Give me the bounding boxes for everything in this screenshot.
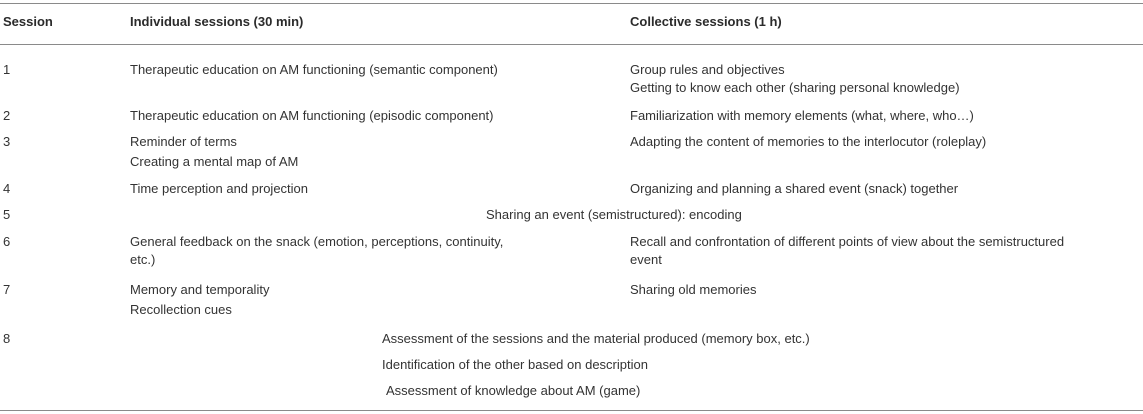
row-1-collective-line: Group rules and objectives [630, 62, 785, 77]
row-6-individual: General feedback on the snack (emotion, … [130, 234, 503, 274]
row-2-individual-line: Therapeutic education on AM functioning … [130, 108, 494, 123]
header-collective-sessions: Collective sessions (1 h) [630, 14, 782, 29]
row-7-individual-line: Recollection cues [130, 302, 232, 317]
row-1-collective-line: Getting to know each other (sharing pers… [630, 80, 960, 95]
row-2-collective-line: Familiarization with memory elements (wh… [630, 108, 974, 123]
row-5-spanning: Sharing an event (semistructured): encod… [486, 207, 742, 229]
row-3-collective-line: Adapting the content of memories to the … [630, 134, 987, 149]
row-3-collective: Adapting the content of memories to the … [630, 134, 986, 156]
row-3-individual: Reminder of terms Creating a mental map … [130, 134, 298, 176]
row-1-session: 1 [3, 62, 11, 77]
row-4-collective: Organizing and planning a shared event (… [630, 181, 958, 203]
row-8-spanning-line: Assessment of knowledge about AM (game) [386, 383, 641, 398]
row-5-spanning-line: Sharing an event (semistructured): encod… [486, 207, 742, 222]
row-4-session: 4 [3, 181, 11, 196]
row-2-collective: Familiarization with memory elements (wh… [630, 108, 974, 130]
row-6-collective: Recall and confrontation of different po… [630, 234, 1064, 274]
row-7-collective-line: Sharing old memories [630, 282, 757, 297]
row-3-individual-line: Reminder of terms [130, 134, 237, 149]
row-6-collective-line: event [630, 252, 662, 267]
row-8-spanning: Assessment of the sessions and the mater… [382, 331, 810, 409]
header-individual-sessions: Individual sessions (30 min) [130, 14, 304, 29]
row-7-individual-line: Memory and temporality [130, 282, 270, 297]
row-2-individual: Therapeutic education on AM functioning … [130, 108, 494, 130]
row-8-spanning-line: Assessment of the sessions and the mater… [382, 331, 810, 346]
header-rule [0, 44, 1143, 45]
header-session: Session [3, 14, 53, 29]
row-1-collective: Group rules and objectives Getting to kn… [630, 62, 960, 102]
row-7-collective: Sharing old memories [630, 282, 756, 304]
row-4-collective-line: Organizing and planning a shared event (… [630, 181, 959, 196]
row-6-individual-line: etc.) [130, 252, 156, 267]
row-5-session: 5 [3, 207, 11, 222]
row-8-spanning-line: Identification of the other based on des… [382, 357, 648, 372]
row-2-session: 2 [3, 108, 11, 123]
row-6-session: 6 [3, 234, 11, 249]
row-3-session: 3 [3, 134, 11, 149]
row-7-individual: Memory and temporality Recollection cues [130, 282, 269, 324]
row-1-individual: Therapeutic education on AM functioning … [130, 62, 498, 84]
row-4-individual: Time perception and projection [130, 181, 308, 203]
row-1-individual-line: Therapeutic education on AM functioning … [130, 62, 498, 77]
table-top-rule [0, 3, 1143, 4]
row-4-individual-line: Time perception and projection [130, 181, 309, 196]
row-8-session: 8 [3, 331, 11, 346]
row-3-individual-line: Creating a mental map of AM [130, 154, 299, 169]
row-7-session: 7 [3, 282, 11, 297]
row-6-individual-line: General feedback on the snack (emotion, … [130, 234, 504, 249]
table-bottom-rule [0, 410, 1143, 411]
row-6-collective-line: Recall and confrontation of different po… [630, 234, 1065, 249]
